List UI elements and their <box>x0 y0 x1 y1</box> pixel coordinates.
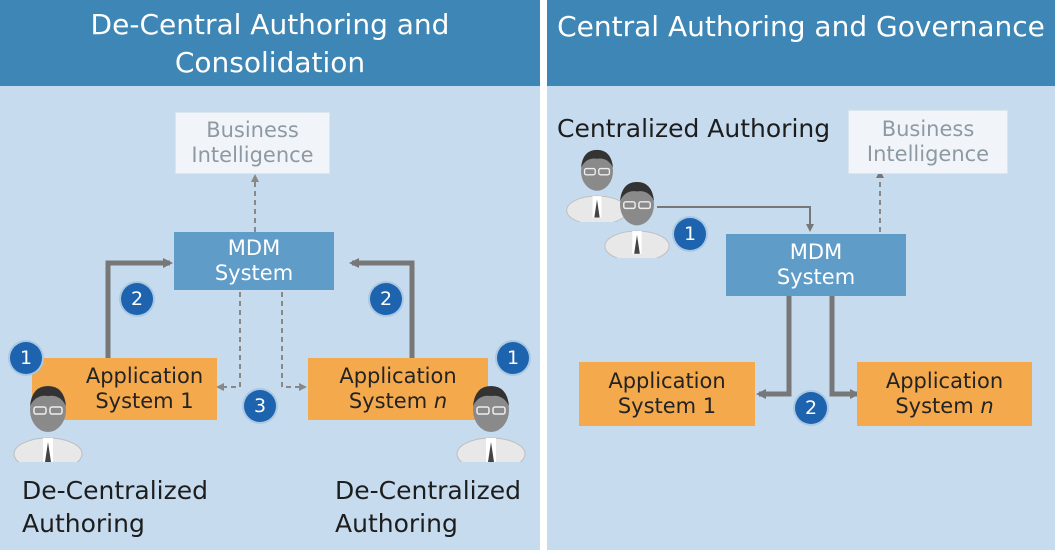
mdm-to-appn-dashed <box>281 292 307 391</box>
right-appn-line1: Application <box>885 369 1004 393</box>
left-caption-right: De-Centralized Authoring <box>335 474 521 540</box>
left-bi-box: Business Intelligence <box>175 112 330 174</box>
right-bi-line2: Intelligence <box>866 142 990 166</box>
person-icon <box>456 386 526 462</box>
right-mdm-line2: System <box>776 265 856 289</box>
left-appn-line2: System n <box>348 389 448 413</box>
right-app1-box: Application System 1 <box>579 362 755 426</box>
person-icon <box>566 149 628 222</box>
left-app1-line2: System 1 <box>95 389 194 413</box>
right-app1-line2: System 1 <box>617 394 717 418</box>
left-panel: De-Central Authoring and Consolidation B… <box>0 0 540 550</box>
appn-to-mdm-arrow <box>349 258 415 358</box>
right-bi-line1: Business <box>881 117 975 141</box>
left-connectors <box>105 174 415 391</box>
right-connectors <box>657 170 884 399</box>
person-icon <box>13 386 83 462</box>
left-appn-line1: Application <box>339 364 457 388</box>
left-bi-line1: Business <box>206 118 299 142</box>
left-panel-header: De-Central Authoring and Consolidation <box>0 0 540 86</box>
left-caption-right-line1: De-Centralized <box>335 476 521 505</box>
mdm-to-appn-arrow <box>829 296 860 399</box>
left-badge-1b: 1 <box>497 342 529 374</box>
left-caption-left-line2: Authoring <box>22 509 145 538</box>
left-mdm-line2: System <box>214 261 294 285</box>
left-bi-line2: Intelligence <box>191 143 314 167</box>
right-mdm-line1: MDM <box>789 240 843 264</box>
left-caption-left-line1: De-Centralized <box>22 476 208 505</box>
left-badge-1a: 1 <box>10 342 42 374</box>
right-badge-2: 2 <box>795 392 827 424</box>
right-mdm-box: MDM System <box>726 234 906 296</box>
right-bi-box: Business Intelligence <box>848 110 1008 174</box>
right-appn-box: Application System n <box>857 362 1032 426</box>
right-panel-header: Central Authoring and Governance <box>547 0 1055 86</box>
left-mdm-box: MDM System <box>174 232 334 290</box>
left-caption-left: De-Centralized Authoring <box>22 474 208 540</box>
right-badge-1: 1 <box>674 218 706 250</box>
right-app1-line1: Application <box>608 369 726 393</box>
left-caption-right-line2: Authoring <box>335 509 458 538</box>
right-appn-line2: System n <box>895 394 994 418</box>
mdm-to-app1-dashed <box>216 292 241 391</box>
left-mdm-line1: MDM <box>227 236 281 260</box>
person-icon <box>604 181 670 258</box>
right-panel: Central Authoring and Governance Central… <box>547 0 1055 550</box>
left-badge-3: 3 <box>244 390 276 422</box>
right-title: Central Authoring and Governance <box>557 10 1045 43</box>
author-to-mdm-arrow <box>657 206 814 232</box>
left-badge-2a: 2 <box>121 283 153 315</box>
left-title-line2: Consolidation <box>174 46 366 79</box>
left-appn-box: Application System n <box>308 358 488 420</box>
left-title-line1: De-Central Authoring and <box>90 8 450 41</box>
right-caption: Centralized Authoring <box>557 114 831 143</box>
left-app1-line1: Application <box>85 364 204 388</box>
app1-to-mdm-arrow <box>105 258 173 360</box>
left-badge-2b: 2 <box>370 283 402 315</box>
mdm-to-app1-arrow <box>756 296 792 399</box>
